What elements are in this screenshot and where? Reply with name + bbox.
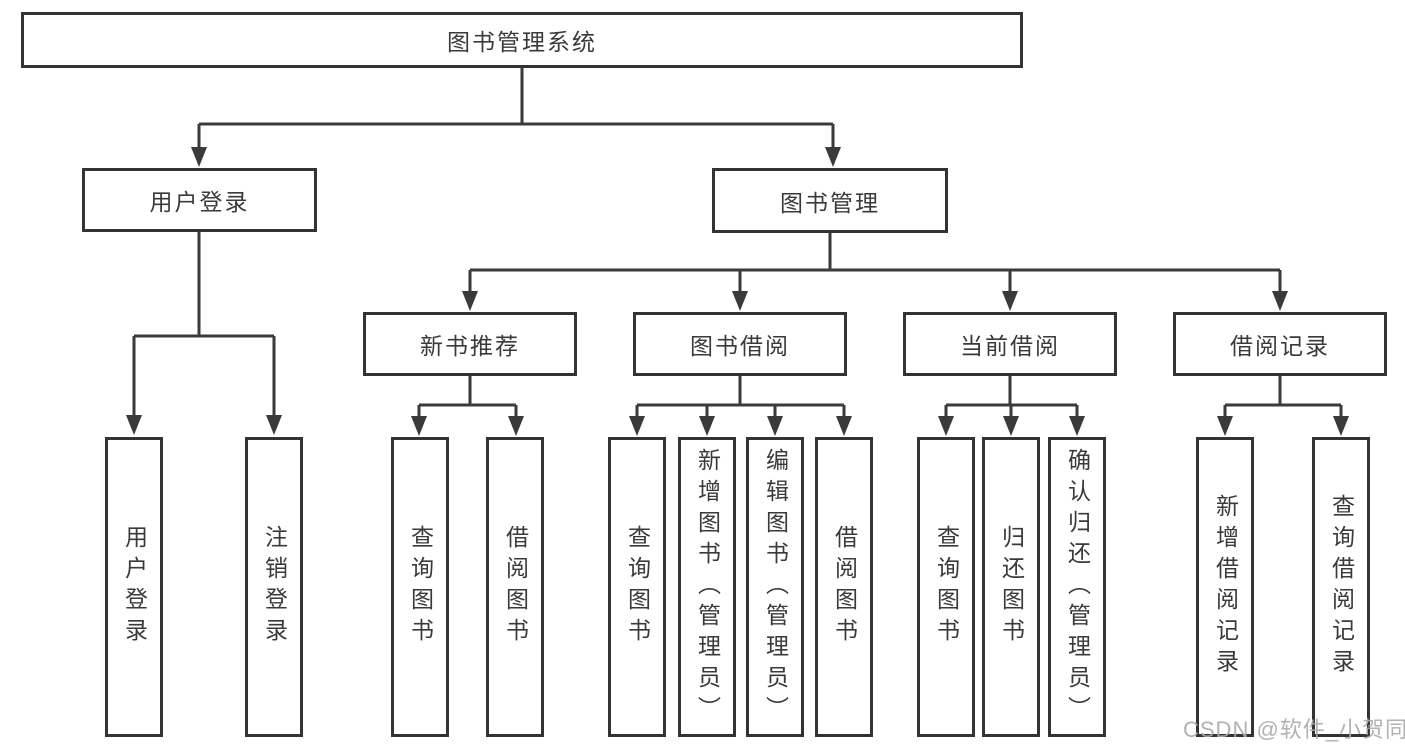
arrow-down-icon [266,415,282,435]
leaf-records-add-record: 新增借阅记录 [1196,437,1254,737]
connector-borrow-to-leaves [635,375,846,418]
arrow-down-icon [1003,416,1019,436]
arrow-down-icon [699,416,715,436]
node-book-borrow: 图书借阅 [633,312,847,376]
leaf-current-confirm-return-admin: 确认归还（管理员） [1048,437,1106,737]
leaf-user-login: 用户登录 [105,437,163,737]
arrow-down-icon [411,416,427,436]
leaf-current-return-books: 归还图书 [982,437,1040,737]
connector-mgmt-to-level2 [468,233,1282,293]
arrow-down-icon [629,416,645,436]
leaf-newbook-borrow-books: 借阅图书 [486,437,544,737]
arrowheads [126,147,1349,436]
arrow-down-icon [836,416,852,436]
node-current-borrow: 当前借阅 [903,312,1117,376]
node-new-book-recommend: 新书推荐 [363,312,577,376]
leaf-logout: 注销登录 [245,437,303,737]
arrow-down-icon [732,291,748,311]
leaf-borrow-query-books: 查询图书 [608,437,666,737]
connector-login-to-leaves [132,232,276,417]
arrow-down-icon [462,291,478,311]
connector-current-to-leaves [944,375,1079,418]
arrow-down-icon [1333,416,1349,436]
arrow-down-icon [1272,291,1288,311]
connector-records-to-leaves [1223,375,1343,418]
leaf-borrow-add-books-admin: 新增图书（管理员） [678,437,736,737]
arrow-down-icon [825,147,841,167]
arrow-down-icon [1217,416,1233,436]
node-user-login: 用户登录 [82,168,317,232]
connector-newbook-to-leaves [417,375,518,418]
leaf-records-query-record: 查询借阅记录 [1312,437,1370,737]
arrow-down-icon [191,147,207,167]
arrow-down-icon [508,416,524,436]
arrow-down-icon [938,416,954,436]
leaf-current-query-books: 查询图书 [917,437,975,737]
csdn-watermark: CSDN @软件_小贺同学 [1183,717,1405,742]
node-book-management: 图书管理 [712,168,948,233]
node-library-management-system: 图书管理系统 [21,12,1023,68]
arrow-down-icon [1002,291,1018,311]
connector-root-to-level1 [197,66,835,149]
arrow-down-icon [1069,416,1085,436]
leaf-borrow-edit-books-admin: 编辑图书（管理员） [746,437,804,737]
leaf-borrow-borrow-books: 借阅图书 [815,437,873,737]
arrow-down-icon [126,415,142,435]
arrow-down-icon [767,416,783,436]
node-borrow-records: 借阅记录 [1173,312,1387,376]
leaf-newbook-query-books: 查询图书 [391,437,449,737]
